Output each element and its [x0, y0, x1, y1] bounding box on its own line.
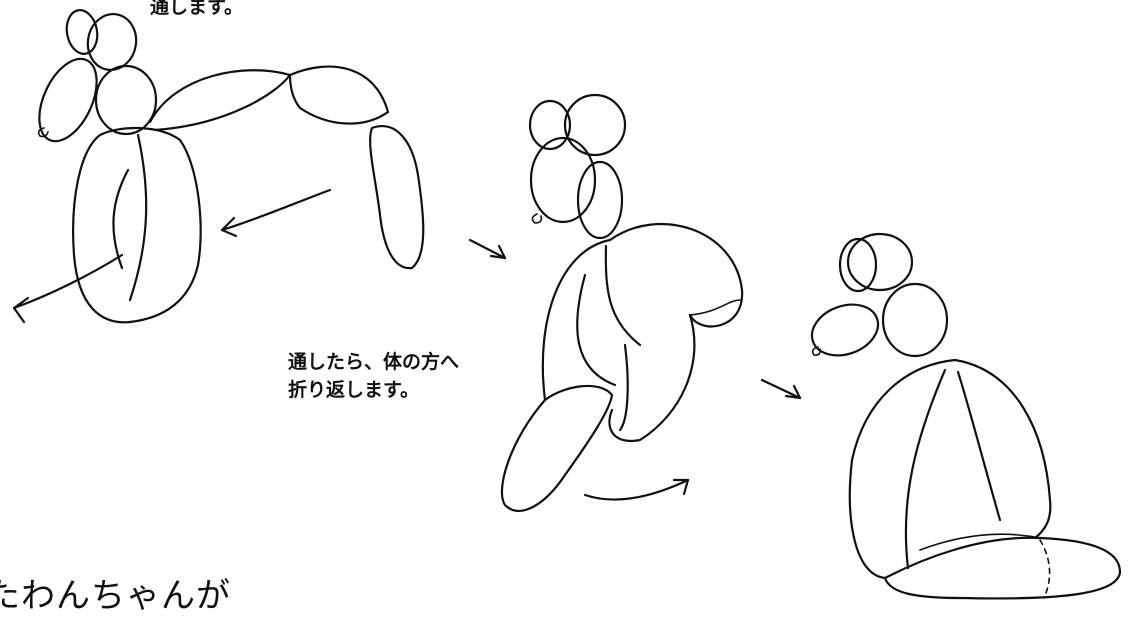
caption-middle-line2: 折り返します。: [288, 379, 420, 401]
step-arrow-1: [468, 238, 507, 260]
step-arrow-2: [760, 378, 802, 400]
caption-top: 通します。: [150, 0, 244, 18]
balloon-figure-step1: [12, 9, 425, 324]
balloon-figure-step2: [500, 93, 744, 512]
balloon-figure-step3: [810, 232, 1122, 600]
caption-middle-line1: 通したら、体の方へ: [288, 351, 460, 373]
